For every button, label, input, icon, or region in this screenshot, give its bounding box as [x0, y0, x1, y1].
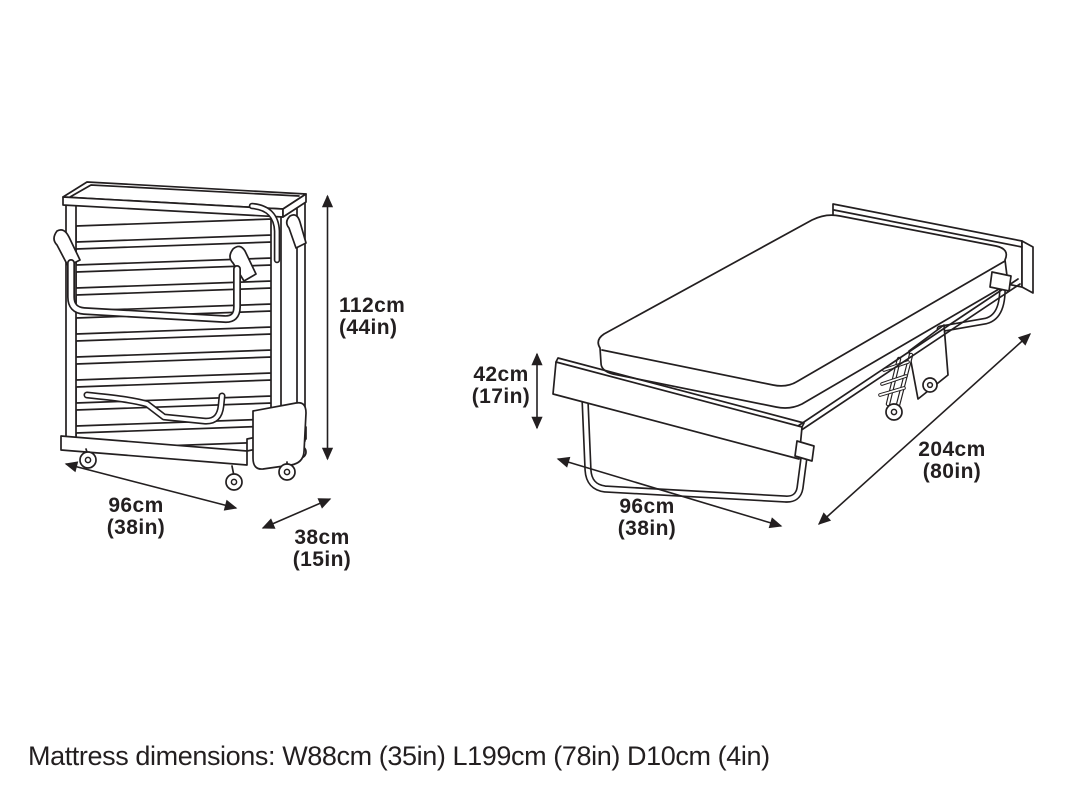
folded-dimension-arrows: [64, 194, 334, 529]
open-length-label: 204cm (80in): [892, 439, 1012, 483]
folded-width-label: 96cm (38in): [76, 495, 196, 539]
mattress-dimensions-text: Mattress dimensions: W88cm (35in) L199cm…: [28, 741, 770, 771]
folded-width-in: (38in): [106, 516, 166, 539]
folded-height-cm: 112cm: [339, 294, 406, 317]
folded-depth-cm: 38cm: [294, 526, 350, 549]
folded-depth-arrow: [261, 498, 332, 529]
open-width-arrow: [556, 456, 783, 529]
open-width-label: 96cm (38in): [587, 496, 707, 540]
open-width-in: (38in): [617, 517, 677, 540]
folded-bed-drawing: [53, 181, 307, 491]
open-length-cm: 204cm: [918, 438, 986, 461]
open-height-cm: 42cm: [473, 363, 529, 386]
folded-width-arrow: [64, 461, 238, 511]
folded-depth-in: (15in): [292, 548, 352, 571]
folded-height-label: 112cm (44in): [339, 295, 405, 339]
open-width-cm: 96cm: [619, 495, 675, 518]
folded-width-cm: 96cm: [108, 494, 164, 517]
open-height-in: (17in): [471, 385, 531, 408]
open-length-arrow: [817, 333, 1032, 525]
folded-height-in: (44in): [339, 316, 398, 339]
open-dimension-arrows: [531, 333, 1032, 529]
folded-depth-label: 38cm (15in): [262, 527, 382, 571]
open-height-label: 42cm (17in): [441, 364, 561, 408]
open-length-in: (80in): [922, 460, 982, 483]
